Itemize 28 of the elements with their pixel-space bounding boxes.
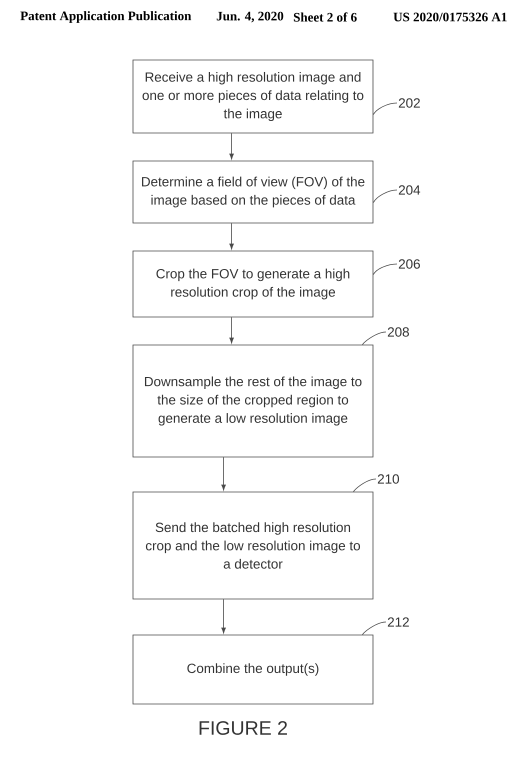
header-text: Sheet 2 of 6	[294, 12, 357, 22]
leader-line	[362, 622, 386, 635]
process-box: Determine a field of view (FOV) of the image based on the pieces of data	[132, 160, 374, 224]
reference-numeral: 202	[398, 98, 420, 108]
figure-caption: FIGURE 2	[200, 721, 287, 735]
arrow	[229, 133, 234, 160]
process-box: Crop the FOV to generate a high resolution crop of the image	[132, 250, 374, 318]
reference-numeral: 210	[378, 474, 400, 484]
leader-line	[373, 264, 398, 275]
leader-line	[353, 478, 376, 492]
arrow	[221, 599, 226, 634]
process-box: Combine the output(s)	[132, 634, 374, 704]
header-text: Patent Application Publication	[20, 11, 192, 23]
process-box: Downsample the rest of the image to the size of the cropped region to generate a low resolution image	[132, 344, 374, 458]
header-text: US 2020/0175326 A1	[394, 12, 507, 22]
reference-numeral: 206	[398, 259, 420, 269]
leader-line	[362, 332, 386, 345]
process-box: Send the batched high resolution crop and the low resolution image to a detector	[132, 492, 374, 600]
arrow	[229, 223, 234, 250]
leader-line	[373, 102, 398, 115]
arrow	[221, 457, 226, 490]
reference-numeral: 208	[388, 327, 409, 337]
leader-line	[373, 190, 398, 204]
process-box: Receive a high resolution image and one or more pieces of data relating to the image	[132, 60, 374, 134]
arrow	[229, 317, 234, 344]
reference-numeral: 204	[398, 185, 420, 195]
reference-numeral: 212	[388, 617, 409, 627]
header-text: Jun. 4, 2020	[216, 12, 284, 22]
